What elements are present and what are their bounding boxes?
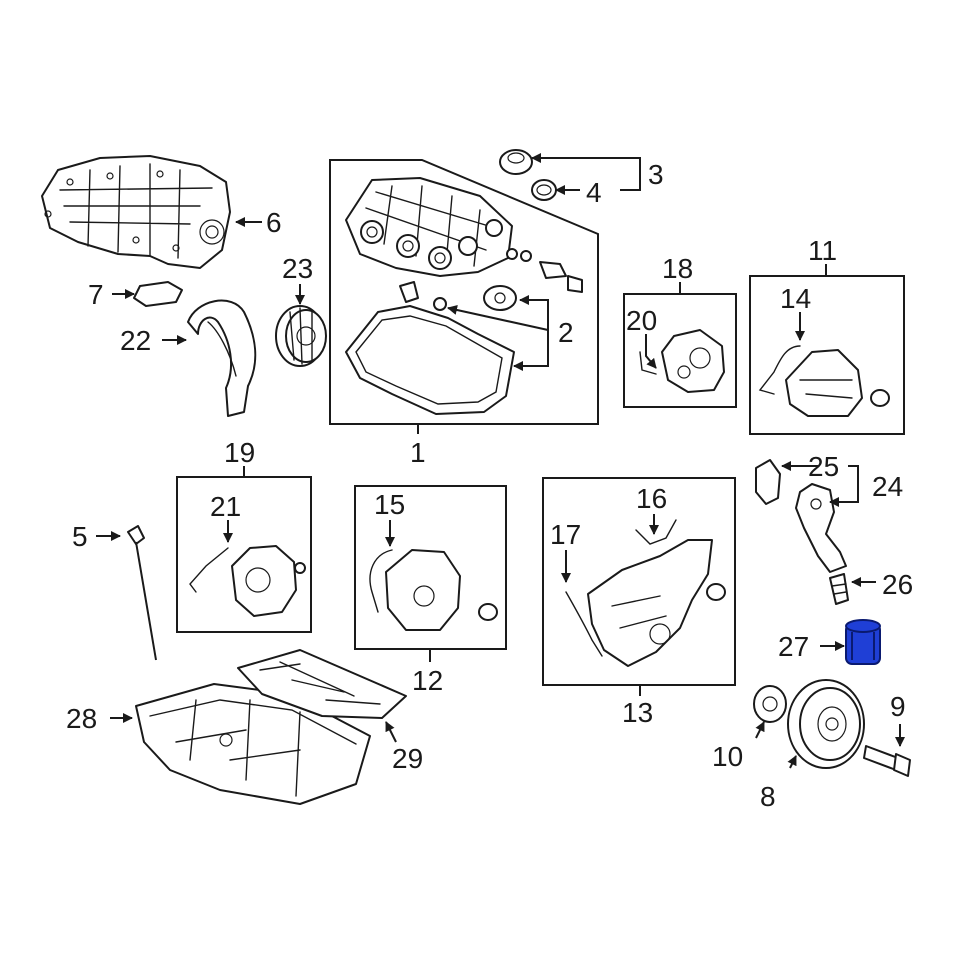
leader-20: [645, 334, 657, 369]
oil-pan-baffle-part[interactable]: [237, 649, 407, 719]
callout-7: 7: [88, 279, 104, 310]
timing-cover-19-part[interactable]: [189, 545, 306, 617]
leader-29: [385, 721, 397, 743]
idler-pulley-part[interactable]: [275, 305, 327, 367]
leader-2b: [447, 305, 549, 331]
front-timing-cover-part[interactable]: [565, 519, 726, 667]
bracket-2: [520, 299, 549, 367]
callout-18: 18: [662, 253, 693, 284]
callout-20: 20: [626, 305, 657, 336]
callout-4: 4: [586, 177, 602, 208]
cap-o-ring-part[interactable]: [531, 179, 557, 201]
callout-14: 14: [780, 283, 811, 314]
callout-6: 6: [266, 207, 282, 238]
callout-25: 25: [808, 451, 839, 482]
rear-timing-cover-part[interactable]: [639, 329, 725, 393]
callout-17: 17: [550, 519, 581, 550]
timing-cover-12-part[interactable]: [369, 549, 498, 631]
valve-cover-group-box: [329, 159, 599, 425]
intake-manifold-part[interactable]: [41, 155, 231, 269]
callout-27: 27: [778, 631, 809, 662]
timing-belt-part[interactable]: [187, 299, 257, 417]
callout-24: 24: [872, 471, 903, 502]
callout-9: 9: [890, 691, 906, 722]
bracket-3: [620, 157, 641, 191]
callout-28: 28: [66, 703, 97, 734]
crankshaft-pulley-part[interactable]: [787, 679, 865, 769]
callout-10: 10: [712, 741, 743, 772]
callout-22: 22: [120, 325, 151, 356]
callout-29: 29: [392, 743, 423, 774]
leader-10: [755, 721, 765, 739]
callout-19: 19: [224, 437, 255, 468]
pulley-bolt-part[interactable]: [863, 745, 911, 777]
front-timing-cover-upper-part[interactable]: [758, 345, 890, 417]
callout-26: 26: [882, 569, 913, 600]
oil-filler-cap-part[interactable]: [499, 149, 533, 175]
callout-15: 15: [374, 489, 405, 520]
valve-cover-gasket-part[interactable]: [345, 305, 515, 415]
callout-5: 5: [72, 521, 88, 552]
dipstick-part[interactable]: [127, 525, 157, 661]
crankshaft-sprocket-part[interactable]: [753, 685, 787, 723]
valve-cover-part[interactable]: [345, 177, 513, 277]
oil-filter-housing-gasket-part[interactable]: [755, 459, 781, 505]
callout-23: 23: [282, 253, 313, 284]
callout-1: 1: [410, 437, 426, 468]
callout-8: 8: [760, 781, 776, 812]
oil-filter-housing-part[interactable]: [795, 483, 847, 573]
callout-13: 13: [622, 697, 653, 728]
callout-2: 2: [558, 317, 574, 348]
oil-pan-part[interactable]: [135, 683, 371, 805]
callout-16: 16: [636, 483, 667, 514]
throttle-gasket-part[interactable]: [133, 281, 183, 307]
leader-8: [787, 755, 797, 769]
bracket-24: [848, 465, 859, 503]
callout-3: 3: [648, 159, 664, 190]
callout-12: 12: [412, 665, 443, 696]
filter-fitting-part[interactable]: [829, 573, 849, 605]
callout-11: 11: [808, 235, 837, 266]
oil-filter-part[interactable]: [845, 619, 881, 665]
callout-21: 21: [210, 491, 241, 522]
valve-cover-small-parts[interactable]: [399, 248, 583, 311]
